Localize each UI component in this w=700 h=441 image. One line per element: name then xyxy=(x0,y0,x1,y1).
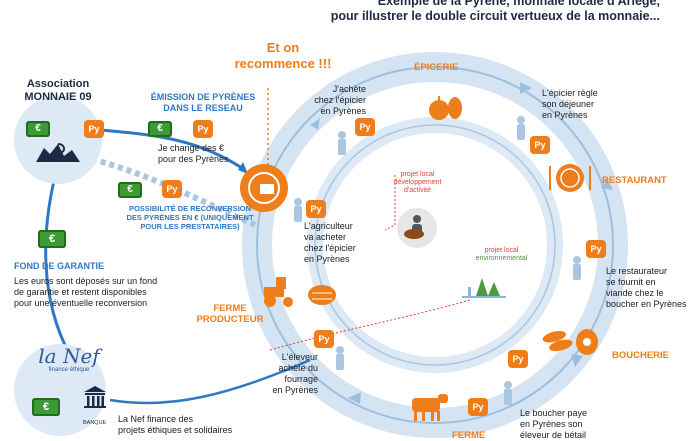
nef-flow-line xyxy=(109,358,311,405)
guarantee-description: Les euros sont déposés sur un fond de ga… xyxy=(14,276,158,308)
pyrene-token: Py xyxy=(530,136,550,154)
nef-logo: la Nef finance éthique xyxy=(38,344,100,373)
epicerie-pay-text: L'épicier règle son déjeuner en Pyrènes xyxy=(542,88,598,120)
euro-token: € xyxy=(118,182,142,198)
activity-project-label: projet local développement d'activité xyxy=(393,171,442,194)
pyrene-token: Py xyxy=(306,200,326,218)
page-title: Exemple de la Pyrène, monnaie locale d'A… xyxy=(200,0,660,24)
pyrene-token: Py xyxy=(355,118,375,136)
ferme-title: FERME xyxy=(452,430,486,441)
guarantee-line xyxy=(44,164,72,356)
title-line-2: pour illustrer le double circuit vertueu… xyxy=(330,9,660,23)
fruit-basket-icon xyxy=(429,96,462,120)
association-badge xyxy=(14,96,102,184)
hay-bale-icon xyxy=(308,285,336,305)
restart-label: Et on recommence !!! xyxy=(234,40,332,71)
pyrene-token: Py xyxy=(162,180,182,198)
pyrene-token: Py xyxy=(586,240,606,258)
emission-title: ÉMISSION DE PYRÈNES DANS LE RESEAU xyxy=(150,92,256,113)
spiral-logo-icon xyxy=(36,143,80,162)
emission-flow-line xyxy=(99,128,246,172)
title-line-1: Exemple de la Pyrène, monnaie locale d'A… xyxy=(377,0,660,8)
person-figures xyxy=(294,116,581,405)
meat-icon xyxy=(542,329,598,355)
boucherie-title: BOUCHERIE xyxy=(612,350,670,361)
tractor-icon xyxy=(264,277,293,307)
ferme-producteur-title: FERME PRODUCTEUR xyxy=(196,303,264,325)
plate-cutlery-icon xyxy=(549,164,591,192)
cow-icon xyxy=(412,394,448,421)
epicerie-title: ÉPICERIE xyxy=(414,62,459,73)
nef-description: La Nef finance des projets éthiques et s… xyxy=(118,414,233,435)
bank-icon xyxy=(84,386,106,408)
environmental-project-label: projet local environnemental xyxy=(475,247,528,262)
environmental-project-icon xyxy=(462,278,506,298)
pyrene-token: Py xyxy=(468,398,488,416)
euro-token: € xyxy=(32,398,60,416)
pyrene-token: Py xyxy=(84,120,104,138)
outer-circuit-path xyxy=(256,66,614,424)
euro-token: € xyxy=(38,230,66,248)
epicerie-buy-text: J'achète chez l'épicier en Pyrènes xyxy=(314,84,366,116)
reconversion-line xyxy=(94,157,257,228)
restart-wallet-icon xyxy=(240,164,288,212)
restaurant-description: Le restaurateur se fournit en viande che… xyxy=(606,266,687,309)
euro-token: € xyxy=(26,121,50,137)
guarantee-title: FOND DE GARANTIE xyxy=(14,261,104,271)
pyrene-token: Py xyxy=(508,350,528,368)
restaurant-title: RESTAURANT xyxy=(602,175,667,186)
pyrene-token: Py xyxy=(314,330,334,348)
activity-project-icon xyxy=(397,208,437,248)
euro-token: € xyxy=(148,121,172,137)
emission-description: Je change des € pour des Pyrènes xyxy=(158,143,229,164)
association-name: Association MONNAIE 09 xyxy=(24,78,92,103)
pyrene-token: Py xyxy=(193,120,213,138)
bank-label: BANQUE xyxy=(83,420,107,426)
eleveur-description: L'éleveur achète du fourrage en Pyrènes xyxy=(272,352,318,395)
reconversion-note: POSSIBILITÉ DE RECONVERSION DES PYRÈNES … xyxy=(126,204,254,231)
agriculteur-description: L'agriculteur va acheter chez l'épicier … xyxy=(304,221,356,264)
boucherie-description: Le boucher paye en Pyrènes son éleveur d… xyxy=(520,408,588,440)
